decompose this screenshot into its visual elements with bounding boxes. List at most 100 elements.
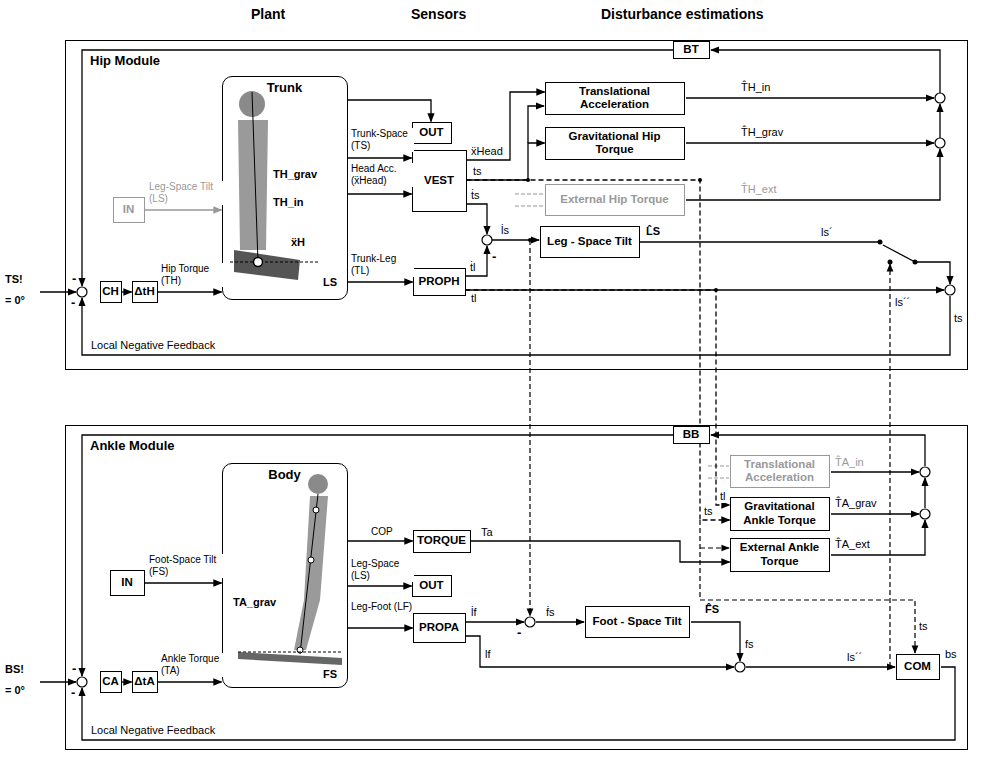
signal-label: Ta xyxy=(480,526,494,539)
block-box: ΔtA xyxy=(132,671,158,693)
block-box: External Hip Torque xyxy=(545,184,685,216)
node-text: COM xyxy=(904,660,931,673)
signal-label: Head Acc. (ẍHead) xyxy=(350,163,414,187)
signal-connector xyxy=(467,143,545,180)
signal-connector xyxy=(348,100,432,122)
drawing-circle xyxy=(935,93,945,103)
module-band: Hip ModuleTrunkOUTVESTPROPHTranslational… xyxy=(65,40,968,370)
signal-label: Leg-Space Tilt (LS) xyxy=(148,181,224,205)
drawing-polyline xyxy=(515,193,544,194)
drawing-circle xyxy=(888,665,892,669)
signal-connector xyxy=(348,627,413,628)
drawing-circle xyxy=(888,260,893,265)
text-label: Plant xyxy=(250,6,286,23)
drawing-circle xyxy=(878,240,883,245)
signal-label: Trunk-Space (TS) xyxy=(350,128,414,152)
drawing-polyline xyxy=(831,520,925,555)
block-box: OUT xyxy=(412,122,452,144)
text-label: T̂A_grav xyxy=(834,497,878,510)
drawing-polyline xyxy=(82,435,673,676)
signal-connector xyxy=(145,209,222,210)
drawing-line xyxy=(238,652,342,653)
signal-connector xyxy=(467,92,545,160)
text-label: - xyxy=(70,686,76,699)
signal-label: ts xyxy=(472,165,483,178)
drawing-polyline xyxy=(82,667,955,740)
text-label: bs xyxy=(944,648,958,661)
node-text: BB xyxy=(683,428,700,441)
text-label: BS! xyxy=(4,663,25,676)
signal-connector xyxy=(466,290,730,505)
drawing-g xyxy=(515,194,729,478)
drawing-polyline xyxy=(700,520,915,653)
drawing-polyline xyxy=(686,149,940,200)
block-box: PROPH xyxy=(413,268,466,296)
text-label: TS! xyxy=(4,273,24,286)
signal-connector xyxy=(467,180,730,520)
node-text: OUT xyxy=(419,126,443,139)
drawing-polyline xyxy=(708,477,729,478)
signal-connector xyxy=(122,681,132,682)
text-label: L̂S xyxy=(645,225,661,238)
node-text: Ankle Module xyxy=(90,438,175,453)
node-text: ΔtA xyxy=(134,675,154,688)
signal-label: ẍHead xyxy=(470,145,504,158)
signal-connector xyxy=(471,541,730,562)
signal-connector xyxy=(348,157,412,158)
text-label: Sensors xyxy=(410,6,467,23)
node-text: Leg - Space Tilt xyxy=(547,235,632,248)
drawing-polyline xyxy=(528,106,544,143)
text-label: lf xyxy=(484,648,492,661)
drawing-polyline xyxy=(82,296,950,355)
drawing-polyline xyxy=(915,262,950,284)
drawing-circle xyxy=(254,258,263,267)
drawing-polyline xyxy=(40,291,76,292)
signal-connector xyxy=(348,540,413,541)
block-box: PROPA xyxy=(413,613,466,643)
drawing-line xyxy=(252,92,258,262)
drawing-path xyxy=(294,496,328,650)
text-label: T̂A_ext xyxy=(834,538,871,551)
drawing-circle xyxy=(920,467,930,477)
plant-box: Body xyxy=(222,463,348,688)
drawing-polyline xyxy=(686,142,934,143)
drawing-polyline xyxy=(640,241,880,242)
drawing-path xyxy=(238,120,268,250)
text-label: F̂S xyxy=(704,603,720,616)
drawing-circle xyxy=(528,238,532,242)
node-text: OUT xyxy=(419,579,443,592)
drawing-circle xyxy=(735,662,745,672)
text-label: T̂A_in xyxy=(834,456,865,469)
node-text: CA xyxy=(102,675,119,688)
signal-label: Hip Torque (TH) xyxy=(160,263,224,287)
block-box: IN xyxy=(113,197,145,223)
signal-label: ts xyxy=(703,505,714,518)
drawing-polyline xyxy=(467,204,487,234)
signal-label: Leg-Space (LS) xyxy=(350,558,414,582)
drawing-circle xyxy=(935,138,945,148)
drawing-polyline xyxy=(466,636,734,667)
block-box: Translational Acceleration xyxy=(545,82,685,115)
text-label: T̂H_in xyxy=(740,81,771,94)
signal-label: tl xyxy=(719,490,727,503)
drawing-polyline xyxy=(536,621,584,622)
text-label: l̇f xyxy=(470,606,478,619)
node-text: External Ankle Torque xyxy=(734,541,826,567)
block-box: VEST xyxy=(412,150,467,212)
text-label: l̇s xyxy=(500,224,510,237)
signal-connector xyxy=(158,681,222,682)
node-text: PROPH xyxy=(419,275,460,288)
text-label: ts xyxy=(918,620,929,633)
text-label: FS xyxy=(322,668,338,681)
node-text: ΔtH xyxy=(134,285,154,298)
drawing-path xyxy=(238,652,342,665)
node-text: PROPA xyxy=(419,621,459,634)
text-label: fs xyxy=(744,638,755,651)
node-text: VEST xyxy=(424,174,454,187)
block-box: CA xyxy=(100,671,122,693)
node-text: Translational Acceleration xyxy=(734,458,826,484)
drawing-circle xyxy=(913,260,918,265)
drawing-polyline xyxy=(466,246,487,276)
block-box: External Ankle Torque xyxy=(730,538,830,572)
drawing-circle xyxy=(945,285,955,295)
